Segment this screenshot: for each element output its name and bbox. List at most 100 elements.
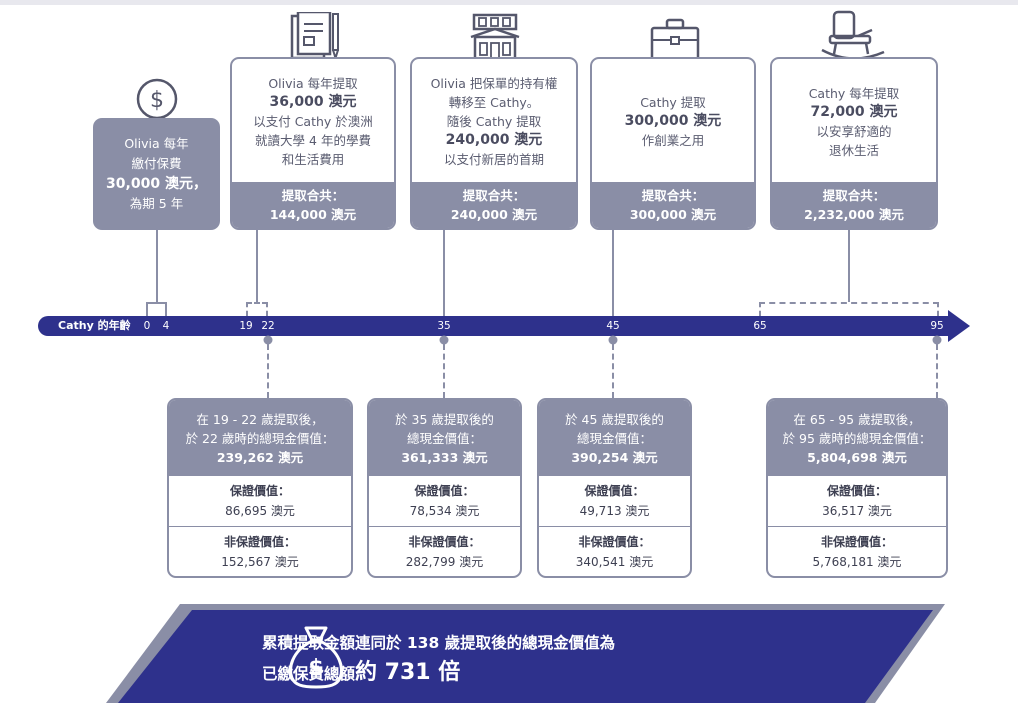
- non-guaranteed-label: 非保證價值：: [578, 534, 651, 549]
- premium-line-1: Olivia 每年: [124, 136, 189, 151]
- tick-22: 22: [261, 320, 275, 332]
- house-total-label: 提取合共：: [462, 188, 526, 203]
- guaranteed-value: 78,534 澳元: [409, 504, 480, 518]
- house-amount: 240,000 澳元: [445, 132, 543, 148]
- retirement-total-label: 提取合共：: [822, 188, 886, 203]
- business-connector: [612, 230, 614, 316]
- banner-text: 累積提取金額連同於 138 歲提取後的總現金價值為 已繳保費總額約 731 倍: [262, 628, 615, 689]
- education-amount: 36,000 澳元: [269, 94, 357, 110]
- value-card-head-line-2: 於 95 歲時的總現金價值：: [782, 430, 932, 446]
- house-line-1: Olivia 把保單的持有權: [430, 76, 558, 91]
- top-divider: [0, 0, 1018, 5]
- value-card-age-22: 在 19 - 22 歲提取後， 於 22 歲時的總現金價值： 239,262 澳…: [167, 398, 353, 578]
- timeline-label: Cathy 的年齡: [58, 319, 131, 332]
- guaranteed-label: 保證價值：: [414, 484, 475, 498]
- education-total-label: 提取合共：: [281, 188, 345, 203]
- age-95-drop: [936, 344, 938, 398]
- value-card-head-line-1: 在 19 - 22 歲提取後，: [196, 411, 324, 427]
- house-card: Olivia 把保單的持有權 轉移至 Cathy。 隨後 Cathy 提取 24…: [410, 57, 578, 230]
- rocking-chair-icon: [820, 10, 886, 64]
- retirement-amount: 72,000 澳元: [810, 103, 898, 120]
- business-tail-1: 作創業之用: [641, 133, 705, 148]
- tick-65: 65: [753, 320, 767, 332]
- education-tail-2: 就讀大學 4 年的學費: [255, 133, 371, 148]
- house-connector: [443, 230, 445, 316]
- house-icon: [470, 13, 520, 63]
- retirement-total-value: 2,232,000 澳元: [804, 207, 904, 222]
- tick-4: 4: [162, 320, 170, 332]
- age-timeline: [38, 316, 950, 336]
- guaranteed-value: 49,713 澳元: [579, 504, 650, 518]
- education-connector: [256, 230, 258, 302]
- value-card-head-line-1: 於 45 歲提取後的: [565, 411, 664, 427]
- svg-text:$: $: [150, 88, 164, 113]
- age-95-marker: [932, 335, 942, 345]
- dollar-coin-icon: $: [136, 78, 178, 120]
- value-card-head-line-1: 於 35 歲提取後的: [395, 411, 494, 427]
- retirement-tail-2: 退休生活: [828, 142, 879, 158]
- tick-95: 95: [930, 320, 944, 332]
- retirement-bracket: [759, 302, 939, 316]
- retirement-tail-1: 以安享舒適的: [816, 123, 892, 139]
- education-card: Olivia 每年提取 36,000 澳元 以支付 Cathy 於澳洲 就讀大學…: [230, 57, 396, 230]
- guaranteed-label: 保證價值：: [229, 484, 290, 498]
- education-total-value: 144,000 澳元: [269, 207, 357, 222]
- age-45-drop: [612, 344, 614, 398]
- business-total-value: 300,000 澳元: [629, 207, 717, 222]
- house-tail-1: 以支付新居的首期: [443, 152, 544, 167]
- premium-tail: 為期 5 年: [129, 196, 184, 211]
- education-tail-3: 和生活費用: [281, 152, 345, 167]
- non-guaranteed-value: 152,567 澳元: [221, 554, 299, 569]
- premium-bracket: [146, 302, 167, 316]
- value-card-head-line-2: 於 22 歲時的總現金價值：: [185, 430, 335, 446]
- age-35-marker: [439, 335, 449, 345]
- guaranteed-value: 86,695 澳元: [225, 504, 295, 518]
- value-card-age-45: 於 45 歲提取後的 總現金價值： 390,254 澳元 保證價值： 49,71…: [537, 398, 692, 578]
- education-tail-1: 以支付 Cathy 於澳洲: [253, 114, 373, 129]
- banner-line-1: 累積提取金額連同於 138 歲提取後的總現金價值為: [262, 634, 616, 652]
- graduation-notebook-icon: [289, 12, 343, 62]
- timeline-arrow-icon: [948, 310, 970, 342]
- non-guaranteed-value: 282,799 澳元: [405, 554, 484, 569]
- house-line-2: 轉移至 Cathy。: [448, 95, 540, 110]
- age-22-drop: [267, 344, 269, 398]
- guaranteed-label: 保證價值：: [826, 484, 887, 498]
- value-card-age-35: 於 35 歲提取後的 總現金價值： 361,333 澳元 保證價值： 78,53…: [367, 398, 522, 578]
- premium-connector: [156, 230, 158, 302]
- house-total-value: 240,000 澳元: [450, 207, 538, 222]
- premium-amount: 30,000 澳元，: [106, 176, 207, 192]
- age-22-marker: [263, 335, 273, 345]
- premium-line-2: 繳付保費: [131, 156, 182, 171]
- value-card-head-line-2: 總現金價值：: [576, 430, 652, 446]
- value-card-total: 5,804,698 澳元: [807, 449, 907, 465]
- retirement-card: Cathy 每年提取 72,000 澳元 以安享舒適的 退休生活 提取合共： 2…: [770, 57, 938, 230]
- value-card-total: 239,262 澳元: [216, 449, 304, 465]
- business-card: Cathy 提取 300,000 澳元 作創業之用 提取合共： 300,000 …: [590, 57, 756, 230]
- non-guaranteed-label: 非保證價值：: [223, 534, 296, 549]
- tick-45: 45: [606, 320, 620, 332]
- house-line-3: 隨後 Cathy 提取: [446, 114, 542, 129]
- svg-text:$: $: [308, 656, 323, 681]
- education-bracket: [246, 302, 268, 316]
- business-total-label: 提取合共：: [641, 188, 705, 203]
- tick-35: 35: [437, 320, 451, 332]
- non-guaranteed-value: 340,541 澳元: [575, 554, 654, 569]
- banner-multiplier: 約 731 倍: [355, 660, 461, 685]
- value-card-age-95: 在 65 - 95 歲提取後， 於 95 歲時的總現金價值： 5,804,698…: [766, 398, 948, 578]
- non-guaranteed-label: 非保證價值：: [820, 534, 893, 549]
- money-bag-icon: $: [286, 624, 346, 690]
- value-card-head-line-2: 總現金價值：: [406, 430, 482, 446]
- age-35-drop: [443, 344, 445, 398]
- value-card-total: 390,254 澳元: [571, 449, 658, 465]
- guaranteed-label: 保證價值：: [584, 484, 645, 498]
- tick-19: 19: [239, 320, 253, 332]
- retirement-line-1: Cathy 每年提取: [808, 85, 900, 101]
- age-45-marker: [608, 335, 618, 345]
- non-guaranteed-value: 5,768,181 澳元: [812, 554, 902, 569]
- retirement-connector: [848, 230, 850, 302]
- education-line-1: Olivia 每年提取: [268, 76, 358, 91]
- guaranteed-value: 36,517 澳元: [822, 504, 892, 518]
- banner-line-2-prefix: 已繳保費總額: [262, 665, 356, 683]
- business-line-1: Cathy 提取: [640, 95, 706, 110]
- tick-0: 0: [143, 320, 151, 332]
